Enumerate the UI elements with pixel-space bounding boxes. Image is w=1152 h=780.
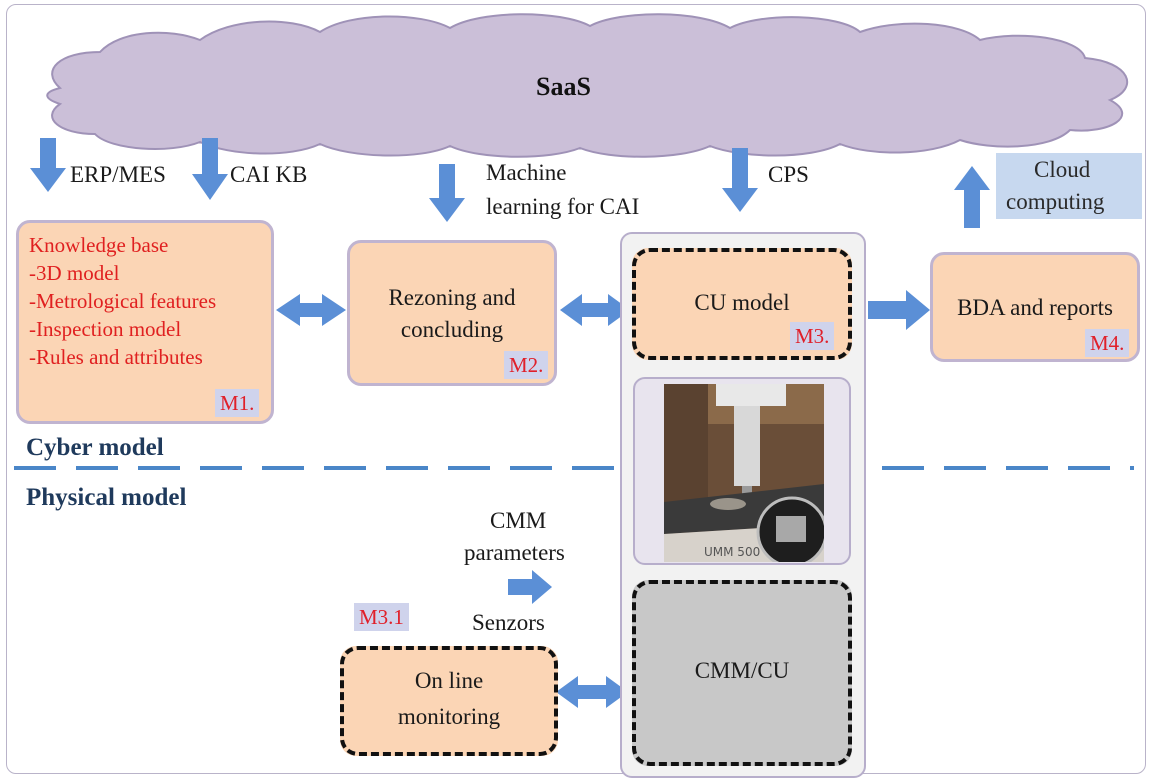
sensors-line3: Senzors <box>472 610 545 635</box>
monitoring-line1: On line <box>414 668 484 693</box>
m2-tag: M2. <box>504 351 549 379</box>
kb-line-2: -3D model <box>29 261 120 285</box>
m31-tag: M3.1 <box>354 603 409 631</box>
cai-kb-label: CAI KB <box>230 162 308 187</box>
caikb-down-arrow <box>192 138 228 200</box>
monitoring-line2: monitoring <box>397 704 501 729</box>
cmm-cu-dashed-border <box>632 580 852 766</box>
cu-bda-arrow <box>868 290 930 330</box>
cloud-computing-line1: Cloud <box>1034 157 1091 182</box>
monitoring-dashed-border <box>340 646 558 756</box>
kb-reasoning-double-arrow <box>276 294 346 326</box>
kb-line-3: -Metrological features <box>29 289 217 313</box>
erp-down-arrow <box>30 138 66 192</box>
ml-down-arrow <box>429 164 465 222</box>
bda-box: BDA and reports M4. <box>930 252 1140 362</box>
umm500-text: UMM 500 <box>704 545 760 559</box>
monitoring-box <box>340 646 558 756</box>
sensors-line2: parameters <box>464 540 565 565</box>
cmm-machine-photo: UMM 500 <box>664 384 824 562</box>
cps-label: CPS <box>768 162 809 187</box>
saas-cloud <box>46 13 1129 158</box>
saas-label: SaaS <box>536 72 591 101</box>
cu-model-label: CU model <box>694 290 790 315</box>
erp-mes-label: ERP/MES <box>70 162 166 187</box>
sensors-line1: CMM <box>490 508 547 533</box>
sensor-arrow <box>508 570 552 604</box>
reasoning-line1: Rezoning and <box>388 285 516 310</box>
ml-label-line2: learning for CAI <box>486 194 640 219</box>
cmm-cu-label: CMM/CU <box>694 658 790 683</box>
reasoning-line2: concluding <box>400 317 504 342</box>
cloud-up-arrow <box>954 166 990 228</box>
m4-tag: M4. <box>1085 329 1130 357</box>
cu-model-dashed-border <box>632 248 852 360</box>
reasoning-cu-double-arrow <box>560 294 630 326</box>
monitor-cmm-double-arrow <box>556 676 628 708</box>
cyber-model-label: Cyber model <box>26 434 164 461</box>
kb-line-5: -Rules and attributes <box>29 345 203 369</box>
cmm-cu-box <box>632 580 852 766</box>
cloud-computing-box <box>996 153 1142 219</box>
physical-model-label: Physical model <box>26 484 187 511</box>
m3-tag: M3. <box>790 322 835 350</box>
diagram-frame <box>6 4 1146 774</box>
kb-line-1: Knowledge base <box>29 233 169 257</box>
cps-down-arrow <box>722 148 758 212</box>
reasoning-box: Rezoning and concluding M2. <box>347 240 557 386</box>
knowledge-base-box: Knowledge base -3D model -Metrological f… <box>16 220 274 424</box>
cloud-computing-line2: computing <box>1006 189 1105 214</box>
m1-tag: M1. <box>215 389 260 417</box>
kb-line-4: -Inspection model <box>29 317 182 341</box>
ml-label-line1: Machine <box>486 160 567 185</box>
bda-label: BDA and reports <box>957 295 1113 320</box>
